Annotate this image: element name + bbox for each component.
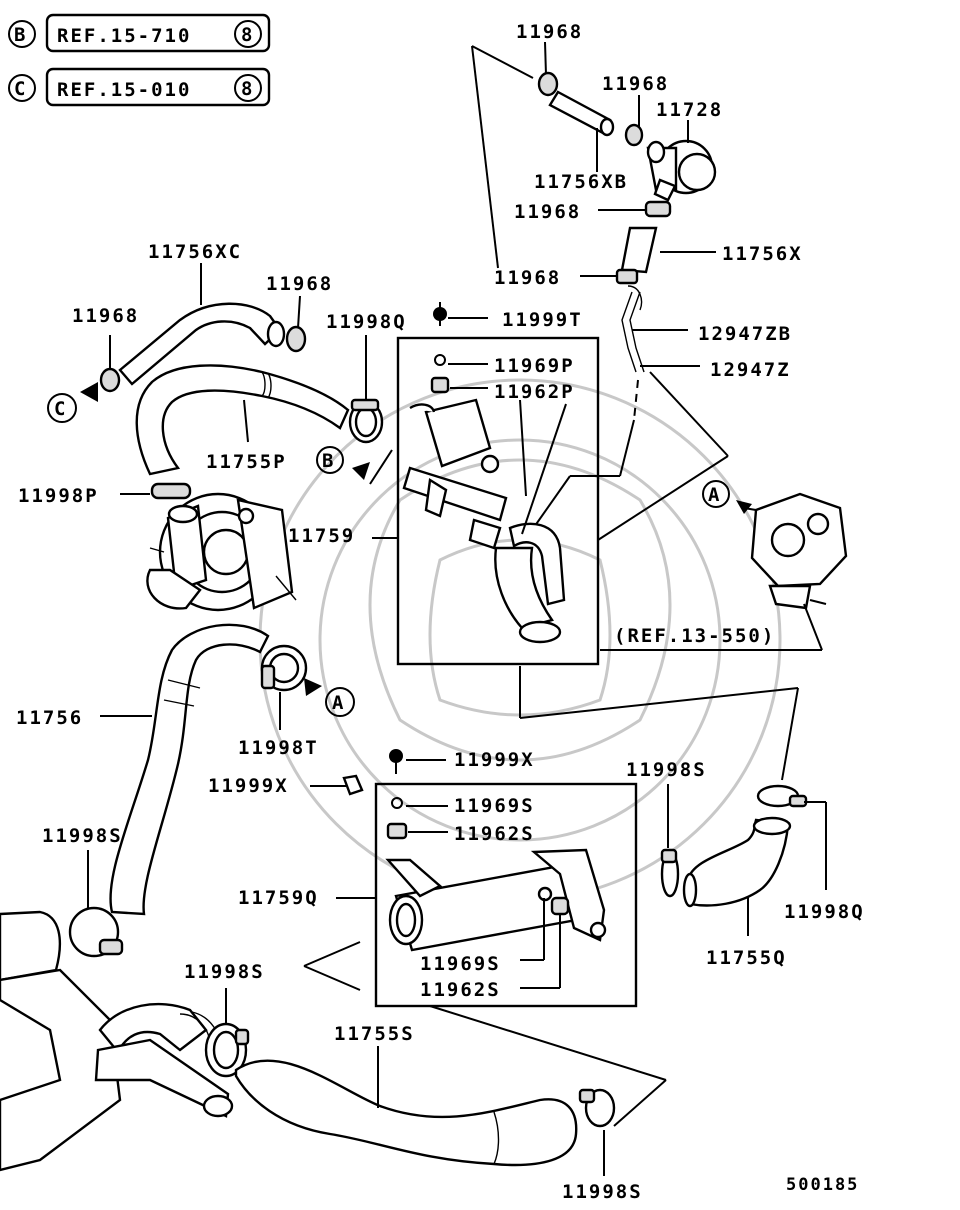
label-11969p: 11969P [494,355,575,377]
label-11968-a: 11968 [516,21,583,43]
label-11728: 11728 [656,99,723,121]
label-11969s-a: 11969S [454,795,535,817]
intercooler-pipe-box-2 [303,749,638,1008]
label-11962p: 11962P [494,381,575,403]
label-11755p: 11755P [206,451,287,473]
label-11968-f: 11968 [72,305,139,327]
label-11998s-b: 11998S [42,825,123,847]
turbocharger [146,492,297,612]
label-ref-13-550: (REF.13-550) [614,625,775,647]
lower-hose-assembly [0,910,667,1176]
label-11968-e: 11968 [266,273,333,295]
big-hose-11756: A [68,623,355,958]
label-11759: 11759 [288,525,355,547]
label-11999x-b: 11999X [208,775,289,797]
label-11999x-a: 11999X [454,749,535,771]
callout-a-bottom: A [332,692,345,714]
label-11962s-a: 11962S [454,823,535,845]
label-11998q-a: 11998Q [326,311,407,333]
label-11756x: 11756X [722,243,803,265]
label-11968-b: 11968 [602,73,669,95]
callout-b: B [322,450,335,472]
throttle-body: A [600,480,848,651]
callout-a-top: A [708,484,721,506]
diagram-code: 500185 [786,1175,859,1195]
label-11998t: 11998T [238,737,319,759]
vacuum-hose-group [471,41,729,541]
label-11756: 11756 [16,707,83,729]
label-11759q: 11759Q [238,887,319,909]
ref-15-710-text: REF.15-710 [57,25,191,47]
part-labels: 11968 11968 11728 11756XB 11968 11756X 1… [16,21,865,1203]
label-11998s-c: 11998S [184,961,265,983]
intercooler-pipe-box-1 [372,302,799,781]
label-11998p: 11998P [18,485,99,507]
ref-letter-c: C [14,78,27,100]
label-11999t: 11999T [502,309,583,331]
label-12947zb: 12947ZB [698,323,792,345]
upper-left-hoses: C B [47,263,393,500]
label-11755q: 11755Q [706,947,787,969]
label-11756xb: 11756XB [534,171,628,193]
label-11968-c: 11968 [514,201,581,223]
ref-15-010-num: 8 [241,78,254,100]
label-11755s: 11755S [334,1023,415,1045]
label-11756xc: 11756XC [148,241,242,263]
label-11962s-b: 11962S [420,979,501,1001]
hose-11755q [660,784,827,936]
ref-15-010-box: C REF.15-010 8 [8,67,271,107]
ref-letter-b: B [14,24,27,46]
label-11969s-b: 11969S [420,953,501,975]
ref-15-710-num: 8 [241,24,254,46]
ref-15-010-text: REF.15-010 [57,79,191,101]
label-11998s-a: 11998S [626,759,707,781]
ref-15-710-box: B REF.15-710 8 [8,13,271,53]
label-11998s-d: 11998S [562,1181,643,1203]
callout-c: C [54,398,67,420]
label-11998q-b: 11998Q [784,901,865,923]
label-12947z: 12947Z [710,359,791,381]
label-11968-d: 11968 [494,267,561,289]
